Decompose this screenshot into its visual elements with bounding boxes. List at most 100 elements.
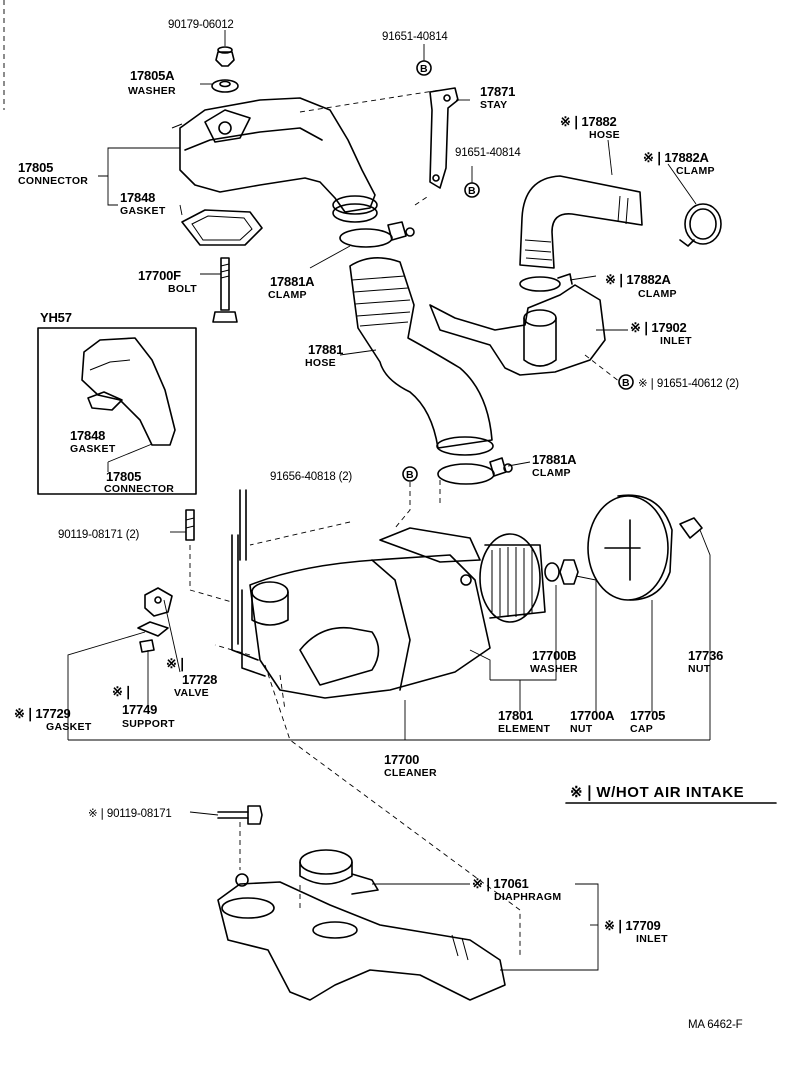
callout-17728-mark: ※❘: [166, 656, 187, 672]
callout-17709-number: ※❘17709: [604, 918, 661, 934]
air-cleaner-17700-drawing: [249, 527, 491, 699]
vacuum-lines-drawing: [231, 489, 266, 677]
callout-17728-number: 17728: [182, 672, 217, 687]
callout-17882-number: ※❘17882: [560, 114, 617, 130]
bolt-symbol-top: B: [416, 60, 432, 76]
callout-17882a-top-number: ※❘17882A: [643, 150, 710, 166]
callout-17902-name: INLET: [660, 335, 692, 347]
callout-17881-number: 17881: [308, 342, 343, 357]
callout-17700f-number: 17700F: [138, 268, 181, 283]
callout-90119-top: 90119-08171 (2): [58, 529, 140, 541]
bolt-17700f-drawing: [212, 257, 238, 323]
callout-17700b-name: WASHER: [530, 663, 578, 675]
clamp-17881a-top-drawing: [339, 221, 415, 248]
callout-17729-number: ※❘17729: [14, 706, 71, 722]
callout-17871-number: 17871: [480, 84, 515, 99]
inset-callout-17848-name: GASKET: [70, 443, 116, 455]
bolt-symbol-inlet: B: [618, 374, 634, 390]
callout-17805-name: CONNECTOR: [18, 175, 88, 187]
callout-17871-name: STAY: [480, 99, 507, 111]
callout-17801-number: 17801: [498, 708, 533, 723]
callout-17700f-name: BOLT: [168, 283, 197, 295]
callout-17882a-mid-number: ※❘17882A: [605, 272, 672, 288]
callout-17749-number: 17749: [122, 702, 157, 717]
callout-17882a-top-name: CLAMP: [676, 165, 715, 177]
clamp-17882a-top-drawing: [679, 203, 722, 247]
callout-17882a-mid-name: CLAMP: [638, 288, 677, 300]
callout-17801-name: ELEMENT: [498, 723, 551, 735]
washer-17805a-drawing: [211, 79, 239, 93]
callout-17805a-name: WASHER: [128, 85, 176, 97]
clamp-17881a-bottom-drawing: [437, 457, 513, 485]
callout-91651-mid: 91651-40814: [455, 147, 521, 159]
hose-17882-drawing: [519, 175, 643, 269]
inset-callout-17805-number: 17805: [106, 469, 141, 484]
cap-17705-drawing: [587, 494, 673, 601]
callout-17805-number: 17805: [18, 160, 53, 175]
callout-17705-name: CAP: [630, 723, 653, 735]
bolt-symbol-cleaner: B: [402, 466, 418, 482]
callout-17736-number: 17736: [688, 648, 723, 663]
washer-17700b-drawing: [544, 562, 560, 582]
clamp-17882a-mid-drawing: [519, 273, 573, 292]
nut-90179-drawing: [215, 46, 235, 67]
callout-17881a-top-number: 17881A: [270, 274, 315, 289]
callout-17881a-bottom-name: CLAMP: [532, 467, 571, 479]
callout-17902-number: ※❘17902: [630, 320, 687, 336]
gasket-17729-drawing: [137, 621, 169, 637]
support-17749-drawing: [139, 639, 155, 653]
callout-91651-top: 91651-40814: [382, 31, 448, 43]
callout-90179-06012: 90179-06012: [168, 19, 234, 31]
bolt-90119-top-drawing: [185, 509, 195, 541]
drawing-code: MA 6462-F: [688, 1019, 743, 1031]
inlet-17902-drawing: [429, 284, 606, 376]
callout-17728-name: VALVE: [174, 687, 209, 699]
callout-17749-mark: ※❘: [112, 684, 133, 700]
inset-connector-drawing: [81, 337, 176, 446]
callout-17709-name: INLET: [636, 933, 668, 945]
callout-17805a-number: 17805A: [130, 68, 175, 83]
dashed-assembly-lines: [189, 89, 621, 955]
inset-callout-17805-name: CONNECTOR: [104, 483, 174, 495]
callout-17736-name: NUT: [688, 663, 711, 675]
callout-17700-number: 17700: [384, 752, 419, 767]
callout-17749-name: SUPPORT: [122, 718, 175, 730]
callout-17729-name: GASKET: [46, 721, 92, 733]
leader-lines: [67, 30, 711, 971]
callout-17881-name: HOSE: [305, 357, 336, 369]
callout-17700b-number: 17700B: [532, 648, 576, 663]
inset-box-yh57: [37, 327, 197, 495]
nut-17736-drawing: [679, 517, 703, 539]
callout-90119-bottom: ※❘90119-08171: [88, 807, 172, 820]
inlet-17709-drawing: [217, 873, 506, 1001]
diaphragm-17061-drawing: [299, 849, 379, 895]
valve-17728-drawing: [144, 587, 173, 617]
inset-callout-17848-number: 17848: [70, 428, 105, 443]
callout-17061-number: ※❘17061: [472, 876, 529, 892]
gasket-17848-drawing: [181, 209, 263, 246]
nut-17700a-drawing: [559, 559, 579, 585]
callout-91651-40612: ※❘91651-40612 (2): [638, 377, 739, 390]
bolt-symbol-letter: B: [420, 63, 428, 75]
bolt-symbol-letter: B: [622, 377, 630, 389]
stay-17871-drawing: [429, 87, 459, 189]
callout-17882-name: HOSE: [589, 129, 620, 141]
connector-17805-drawing: [171, 97, 378, 223]
callout-17848-name: GASKET: [120, 205, 166, 217]
callout-91656-40818: 91656-40818 (2): [270, 471, 352, 483]
bolt-symbol-stay: B: [464, 182, 480, 198]
callout-17705-number: 17705: [630, 708, 665, 723]
callout-17881a-bottom-number: 17881A: [532, 452, 577, 467]
legend-hot-air-intake: ※❘W/HOT AIR INTAKE: [570, 784, 744, 801]
callout-17700a-name: NUT: [570, 723, 593, 735]
hose-17881-drawing: [349, 257, 494, 456]
callout-17700a-number: 17700A: [570, 708, 615, 723]
callout-17061-name: DIAPHRAGM: [494, 891, 561, 903]
bolt-symbol-letter: B: [406, 469, 414, 481]
element-17801-drawing: [479, 533, 546, 623]
bolt-symbol-letter: B: [468, 185, 476, 197]
callout-17700-name: CLEANER: [384, 767, 437, 779]
callout-17881a-top-name: CLAMP: [268, 289, 307, 301]
callout-17848-number: 17848: [120, 190, 155, 205]
